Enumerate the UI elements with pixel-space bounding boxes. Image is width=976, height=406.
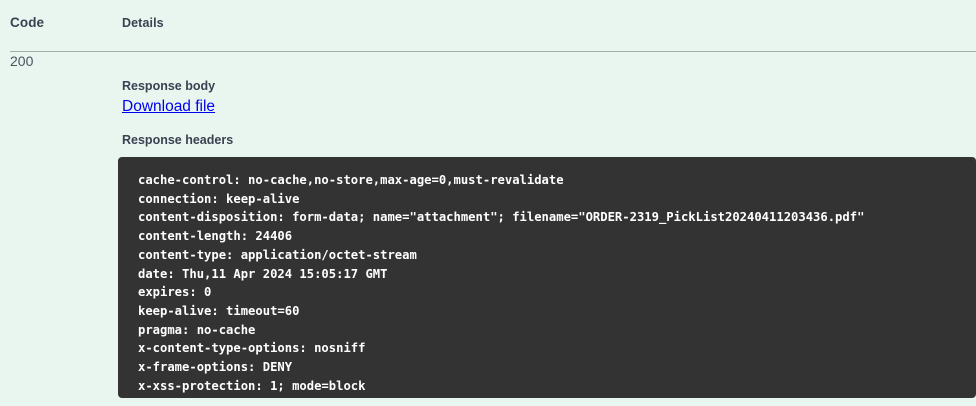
header-line: pragma: no-cache (138, 322, 256, 337)
response-headers-label: Response headers (122, 133, 234, 147)
response-row: 200 Response body Download file Response… (0, 52, 976, 148)
header-line: date: Thu,11 Apr 2024 15:05:17 GMT (138, 266, 388, 281)
header-line: content-length: 24406 (138, 229, 293, 244)
column-header-details-cell: Details (116, 14, 976, 32)
header-line: x-content-type-options: nosniff (138, 341, 366, 356)
header-line: connection: keep-alive (138, 191, 300, 206)
header-line: x-xss-protection: 1; mode=block (138, 378, 366, 393)
status-code-cell: 200 (0, 52, 116, 71)
status-code-value: 200 (10, 53, 34, 69)
column-header-code-cell: Code (0, 14, 116, 32)
header-line: content-type: application/octet-stream (138, 247, 417, 262)
column-header-code: Code (10, 15, 45, 30)
header-line: cache-control: no-cache,no-store,max-age… (138, 173, 564, 187)
table-header-divider (10, 51, 976, 52)
header-line: keep-alive: timeout=60 (138, 303, 300, 318)
header-line: expires: 0 (138, 285, 212, 300)
response-details-cell: Response body Download file Response hea… (116, 52, 976, 148)
header-line: x-frame-options: DENY (138, 360, 293, 375)
header-line: content-disposition: form-data; name="at… (138, 210, 865, 225)
responses-table-header: Code Details (0, 0, 976, 32)
column-header-details: Details (122, 16, 164, 30)
download-file-link[interactable]: Download file (122, 98, 216, 115)
response-body-label: Response body (122, 79, 216, 93)
response-headers-block[interactable]: cache-control: no-cache,no-store,max-age… (118, 157, 976, 398)
response-headers-text: cache-control: no-cache,no-store,max-age… (138, 171, 976, 395)
